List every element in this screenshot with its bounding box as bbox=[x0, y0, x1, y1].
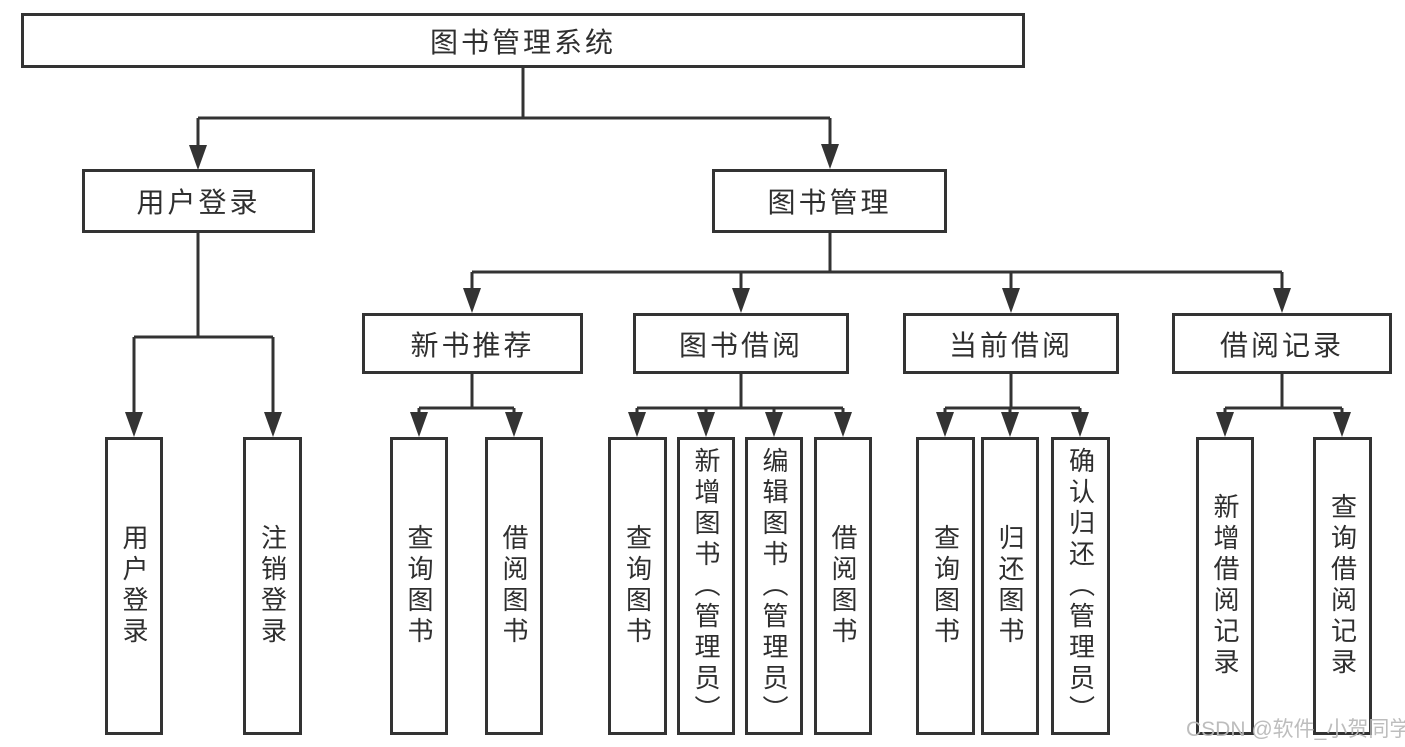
node-book-management: 图书管理 bbox=[712, 169, 947, 233]
leaf-borrow-borrow: 借阅图书 bbox=[814, 437, 872, 735]
node-book-borrow: 图书借阅 bbox=[633, 313, 849, 374]
leaf-recommend-query: 查询图书 bbox=[390, 437, 448, 735]
leaf-recommend-query-label: 查询图书 bbox=[404, 524, 434, 648]
connector-root-to-level2 bbox=[189, 68, 839, 170]
leaf-borrow-query-label: 查询图书 bbox=[622, 524, 653, 648]
node-user-login-label: 用户登录 bbox=[136, 187, 261, 218]
node-root: 图书管理系统 bbox=[21, 13, 1025, 68]
node-root-label: 图书管理系统 bbox=[429, 26, 616, 58]
leaf-login: 用户登录 bbox=[105, 437, 163, 735]
csdn-watermark: CSDN @软件_小贺同学 bbox=[1186, 718, 1405, 741]
connector-current-borrow-to-leaves bbox=[936, 374, 1089, 437]
leaf-logout-label: 注销登录 bbox=[257, 524, 288, 648]
leaf-borrow-edit-label: 编辑图书（管理员） bbox=[759, 446, 789, 726]
node-current-borrow: 当前借阅 bbox=[903, 313, 1119, 374]
leaf-recommend-borrow: 借阅图书 bbox=[485, 437, 543, 735]
node-new-book-recommend: 新书推荐 bbox=[362, 313, 583, 374]
node-book-management-label: 图书管理 bbox=[767, 187, 892, 218]
leaf-current-return-label: 归还图书 bbox=[995, 524, 1025, 648]
leaf-records-add-label: 新增借阅记录 bbox=[1210, 493, 1240, 679]
leaf-current-query: 查询图书 bbox=[916, 437, 975, 735]
node-borrow-records-label: 借阅记录 bbox=[1219, 329, 1344, 361]
leaf-login-label: 用户登录 bbox=[119, 524, 149, 648]
leaf-records-add: 新增借阅记录 bbox=[1196, 437, 1254, 735]
connector-book-borrow-to-leaves bbox=[628, 374, 852, 437]
leaf-records-query-label: 查询借阅记录 bbox=[1327, 493, 1358, 679]
leaf-borrow-query: 查询图书 bbox=[608, 437, 667, 735]
leaf-current-confirm: 确认归还（管理员） bbox=[1051, 437, 1110, 735]
connector-book-management-to-level3 bbox=[463, 232, 1291, 313]
connector-new-book-recommend-to-leaves bbox=[410, 373, 523, 437]
leaf-current-confirm-label: 确认归还（管理员） bbox=[1065, 446, 1096, 726]
leaf-borrow-add-label: 新增图书（管理员） bbox=[691, 446, 721, 726]
connector-user-login-to-leaves bbox=[125, 233, 282, 437]
leaf-logout: 注销登录 bbox=[243, 437, 302, 735]
leaf-borrow-edit: 编辑图书（管理员） bbox=[745, 437, 803, 735]
node-book-borrow-label: 图书借阅 bbox=[678, 329, 803, 361]
leaf-borrow-borrow-label: 借阅图书 bbox=[828, 524, 858, 648]
node-new-book-recommend-label: 新书推荐 bbox=[410, 329, 535, 361]
leaf-records-query: 查询借阅记录 bbox=[1313, 437, 1372, 735]
connector-borrow-records-to-leaves bbox=[1216, 374, 1351, 437]
node-current-borrow-label: 当前借阅 bbox=[948, 329, 1073, 361]
node-borrow-records: 借阅记录 bbox=[1172, 313, 1392, 374]
leaf-recommend-borrow-label: 借阅图书 bbox=[499, 524, 529, 648]
leaf-borrow-add: 新增图书（管理员） bbox=[677, 437, 735, 735]
leaf-current-return: 归还图书 bbox=[981, 437, 1039, 735]
leaf-current-query-label: 查询图书 bbox=[930, 524, 961, 648]
node-user-login: 用户登录 bbox=[82, 169, 315, 233]
